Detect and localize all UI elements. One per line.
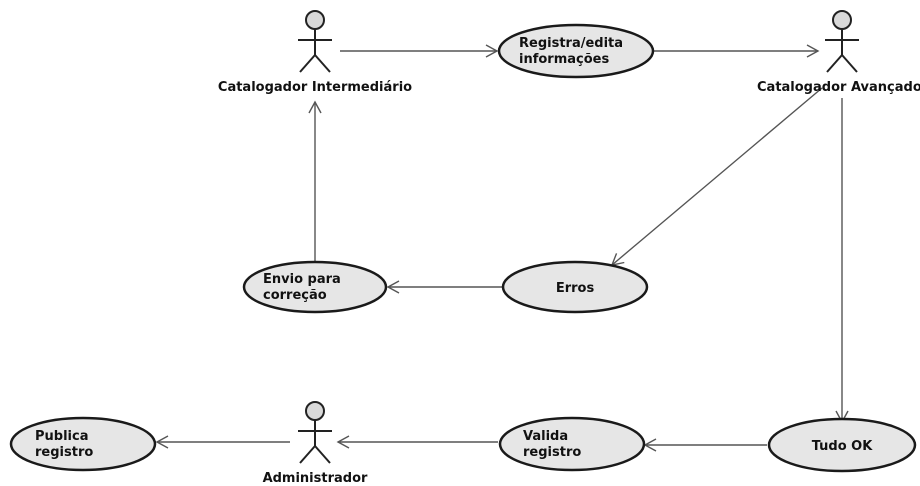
usecase-label-line-2: registro: [523, 445, 581, 460]
usecase-label-line-2: registro: [35, 445, 93, 460]
usecase-ellipse: [767, 417, 917, 473]
actor-catalogador-avancado: Catalogador Avançado: [757, 10, 920, 95]
usecase-label-line-1: Tudo OK: [812, 439, 874, 454]
edges: [155, 44, 849, 452]
usecase-publica-registro: Publica registro: [9, 416, 157, 472]
actor-catalogador-intermediario: Catalogador Intermediário: [218, 10, 412, 95]
actor-head: [305, 401, 325, 421]
actor-label: Catalogador Intermediário: [218, 80, 412, 95]
usecase-registra-edita-informacoes: Registra/edita informações: [497, 23, 655, 79]
actor-leg-right: [314, 54, 331, 73]
usecase-ellipse: [242, 260, 388, 314]
actor-leg-left: [299, 445, 316, 464]
usecase-tudo-ok: Tudo OK: [767, 417, 917, 473]
actor-leg-right: [841, 54, 858, 73]
usecase-erros: Erros: [501, 260, 649, 314]
usecase-ellipse: [9, 416, 157, 472]
actor-leg-left: [826, 54, 843, 73]
usecase-label-line-1: Erros: [556, 281, 595, 296]
actor-head: [305, 10, 325, 30]
usecase-label-line-1: Envio para: [263, 272, 341, 287]
edge-avancado-erros: [610, 87, 823, 266]
usecase-label-line-2: correção: [263, 288, 327, 303]
usecase-ellipse: [497, 23, 655, 79]
usecase-label-line-1: Registra/edita: [519, 36, 623, 51]
actor-label: Catalogador Avançado: [757, 80, 920, 95]
usecase-envio-para-correcao: Envio para correção: [242, 260, 388, 314]
usecase-label-line-1: Valida: [523, 429, 568, 444]
actor-administrador: Administrador: [263, 401, 368, 486]
usecase-ellipse: [498, 416, 646, 472]
usecase-ellipse: [501, 260, 649, 314]
actor-leg-right: [314, 445, 331, 464]
actor-leg-left: [299, 54, 316, 73]
usecase-valida-registro: Valida registro: [498, 416, 646, 472]
usecase-label-line-2: informações: [519, 52, 609, 67]
actor-label: Administrador: [263, 471, 368, 486]
actor-head: [832, 10, 852, 30]
usecase-label-line-1: Publica: [35, 429, 88, 444]
